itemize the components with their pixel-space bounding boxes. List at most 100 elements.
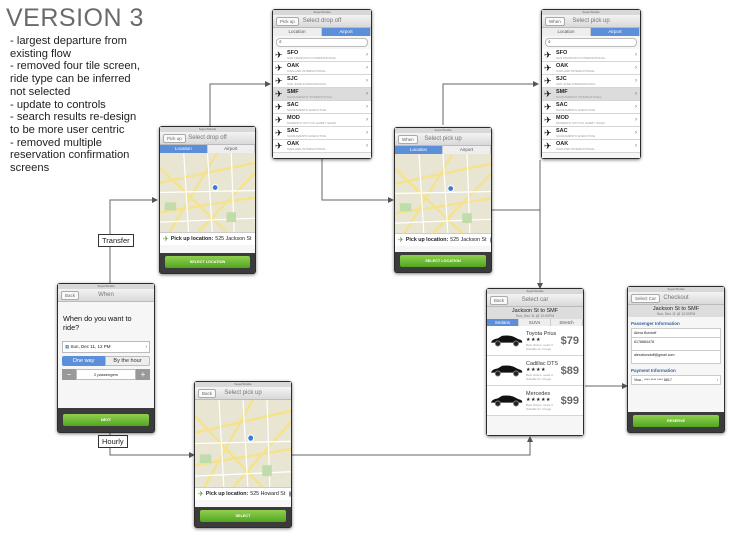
tab-one-way[interactable]: One way <box>62 356 105 366</box>
tab-location[interactable]: Location <box>395 146 443 154</box>
note-item: - search results re-design to be more us… <box>10 111 137 136</box>
airplane-icon: ✈ <box>275 101 283 112</box>
pickup-value: 525 Jackson St <box>215 236 252 242</box>
select-button[interactable]: SELECT <box>200 510 286 522</box>
back-button[interactable]: Select Car <box>631 294 661 303</box>
tab-stretch[interactable]: Stretch <box>551 319 583 326</box>
back-button[interactable]: When <box>398 135 418 144</box>
car-rating: ★★★★★ <box>526 396 551 403</box>
map-view[interactable] <box>395 154 491 233</box>
airport-code: SAC <box>556 102 568 108</box>
connector-pickup-to-dropoff-airport <box>209 81 271 140</box>
car-row[interactable]: Cadillac DTS★★★★Best choice, seats 3 Sui… <box>487 356 583 386</box>
tab-location[interactable]: Location <box>542 28 591 36</box>
navbar: Pick up Select drop off <box>160 132 255 145</box>
car-image <box>490 335 523 347</box>
tab-airport[interactable]: Airport <box>591 28 640 36</box>
locate-icon[interactable] <box>289 491 291 497</box>
airport-code: SMF <box>287 89 299 95</box>
search-input[interactable]: ⌕ <box>276 38 368 47</box>
back-button[interactable]: Back <box>61 291 80 300</box>
airport-code: SAC <box>287 102 299 108</box>
email-field[interactable]: alexabondoff@gmail.com <box>631 351 721 364</box>
reserve-button[interactable]: RESERVE <box>633 415 719 427</box>
map-view[interactable] <box>160 153 255 232</box>
transfer-label: Transfer <box>98 234 134 247</box>
car-row[interactable]: Mercedes★★★★★Best choice, seats 3 Suitab… <box>487 386 583 416</box>
location-tabs: Location Airport <box>160 145 255 153</box>
airplane-icon: ✈ <box>275 62 283 73</box>
calendar-icon: ▦ <box>65 344 70 349</box>
select-location-button[interactable]: SELECT LOCATION <box>400 255 486 267</box>
pickup-location-row[interactable]: ✈ Pick up location: 525 Howard St <box>195 487 291 500</box>
car-row[interactable]: Toyota Prius★★★Best choice, seats 3 Suit… <box>487 326 583 356</box>
when-screen: SuperShuttle Back When When do you want … <box>57 283 155 433</box>
minus-button[interactable]: − <box>62 369 76 380</box>
chevron-right-icon: › <box>366 130 368 136</box>
locate-icon[interactable] <box>490 237 491 243</box>
back-button[interactable]: Back <box>490 296 509 305</box>
airport-name: SACRAMENTO EXECUTIVE <box>287 134 326 138</box>
airport-name: OAKLAND INTERNATIONAL <box>556 147 595 151</box>
phone-field[interactable]: 6178884478 <box>631 338 721 351</box>
airport-code: SFO <box>287 50 299 56</box>
search-input[interactable]: ⌕ <box>545 38 637 47</box>
chevron-right-icon: › <box>366 91 368 97</box>
back-button[interactable]: Pick up <box>163 134 186 143</box>
airplane-icon: ✈ <box>275 140 283 151</box>
chevron-right-icon: › <box>635 52 637 58</box>
tab-airport[interactable]: Airport <box>443 146 491 154</box>
status-bar: SuperShuttle <box>273 10 371 15</box>
airplane-icon: ✈ <box>275 114 283 125</box>
tab-by-the-hour[interactable]: By the hour <box>105 356 150 366</box>
tab-location[interactable]: Location <box>160 145 208 153</box>
car-name: Mercedes <box>526 390 551 397</box>
tab-airport[interactable]: Airport <box>322 28 371 36</box>
tab-sedans[interactable]: Sedans <box>487 319 519 326</box>
next-button[interactable]: NEXT <box>63 414 149 426</box>
back-button[interactable]: Pick up <box>276 17 299 26</box>
plus-button[interactable]: + <box>136 369 150 380</box>
select-location-button[interactable]: SELECT LOCATION <box>165 256 250 268</box>
tab-airport[interactable]: Airport <box>207 145 255 153</box>
chevron-right-icon: › <box>635 143 637 149</box>
navbar: When Select pick up <box>542 15 640 28</box>
navbar: Select Car Checkout <box>628 292 724 305</box>
back-button[interactable]: When <box>545 17 565 26</box>
card-field[interactable]: Visa - **** **** **** 8817 › <box>631 375 721 385</box>
pickup-location-row[interactable]: ✈ Pick up location: 525 Jackson St <box>395 233 491 246</box>
chevron-right-icon: › <box>635 91 637 97</box>
tab-location[interactable]: Location <box>273 28 322 36</box>
airplane-icon: ✈ <box>544 101 552 112</box>
pickup-location-row[interactable]: ✈ Pick up location: 525 Jackson St <box>160 232 255 245</box>
tab-suvs[interactable]: SUVs <box>519 319 551 326</box>
car-details: Best choice, seats 3 Suitable for 3 bags <box>526 342 553 351</box>
dropoff-location-screen: SuperShuttle Pick up Select drop off Loc… <box>159 126 256 274</box>
chevron-right-icon: › <box>635 78 637 84</box>
back-button[interactable]: Back <box>198 389 217 398</box>
dropoff-airport-screen: SuperShuttle Pick up Select drop off Loc… <box>272 9 372 159</box>
location-tabs: Location Airport <box>395 146 491 154</box>
car-price: $89 <box>560 364 579 377</box>
map-view[interactable] <box>195 400 291 487</box>
date-picker[interactable]: ▦ Sun, Dec 11, 12 PM › <box>62 341 150 353</box>
select-car-screen: SuperShuttle Back Select car Jackson St … <box>486 288 584 436</box>
name-field[interactable]: Alexa Bondoff <box>631 328 721 338</box>
checkout-screen: SuperShuttle Select Car Checkout Jackson… <box>627 286 725 433</box>
